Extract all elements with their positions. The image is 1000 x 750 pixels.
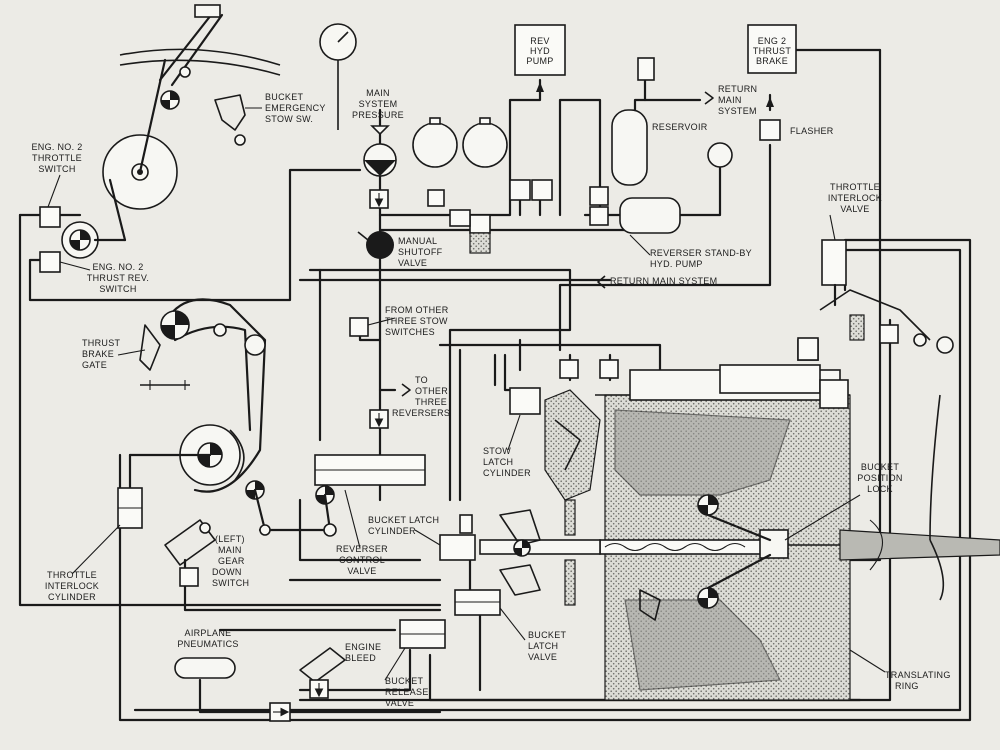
engine-bleed-symbol [299, 647, 346, 699]
throttle-interlock-cylinder-symbol [117, 487, 143, 529]
stow-latch-cylinder-symbol [509, 337, 849, 501]
rev-hyd-pump-box [509, 24, 566, 201]
throttle-linkage [39, 4, 281, 273]
thrust-brake-gate-mechanism [128, 298, 271, 536]
bucket-latch-cylinder-symbol [439, 499, 601, 606]
bucket-release-valve-symbol [399, 619, 446, 649]
leader-lines [47, 107, 886, 681]
main-system-pressure-gauge [319, 23, 357, 130]
bucket-position-lock-mechanism [599, 494, 789, 621]
reverser-control-valve-body [314, 454, 426, 537]
label-return-main-system: RETURN MAIN SYSTEM [610, 276, 717, 286]
accumulators [412, 117, 508, 254]
throttle-interlock-valve-symbol [797, 239, 954, 361]
reservoir-unit [589, 57, 733, 234]
flow-arrows [370, 82, 774, 397]
bucket-latch-valve-symbol [454, 589, 501, 616]
label-flasher: FLASHER [790, 126, 834, 136]
manual-shutoff-valve-symbol [357, 231, 394, 259]
main-system-pressure-valve [363, 143, 397, 209]
stow-switch-boxes [349, 317, 389, 429]
airplane-pneumatics-symbol [174, 657, 291, 722]
main-gear-down-switch [164, 519, 216, 587]
label-reservoir: RESERVOIR [652, 122, 708, 132]
thrust-brake-box [747, 24, 797, 141]
